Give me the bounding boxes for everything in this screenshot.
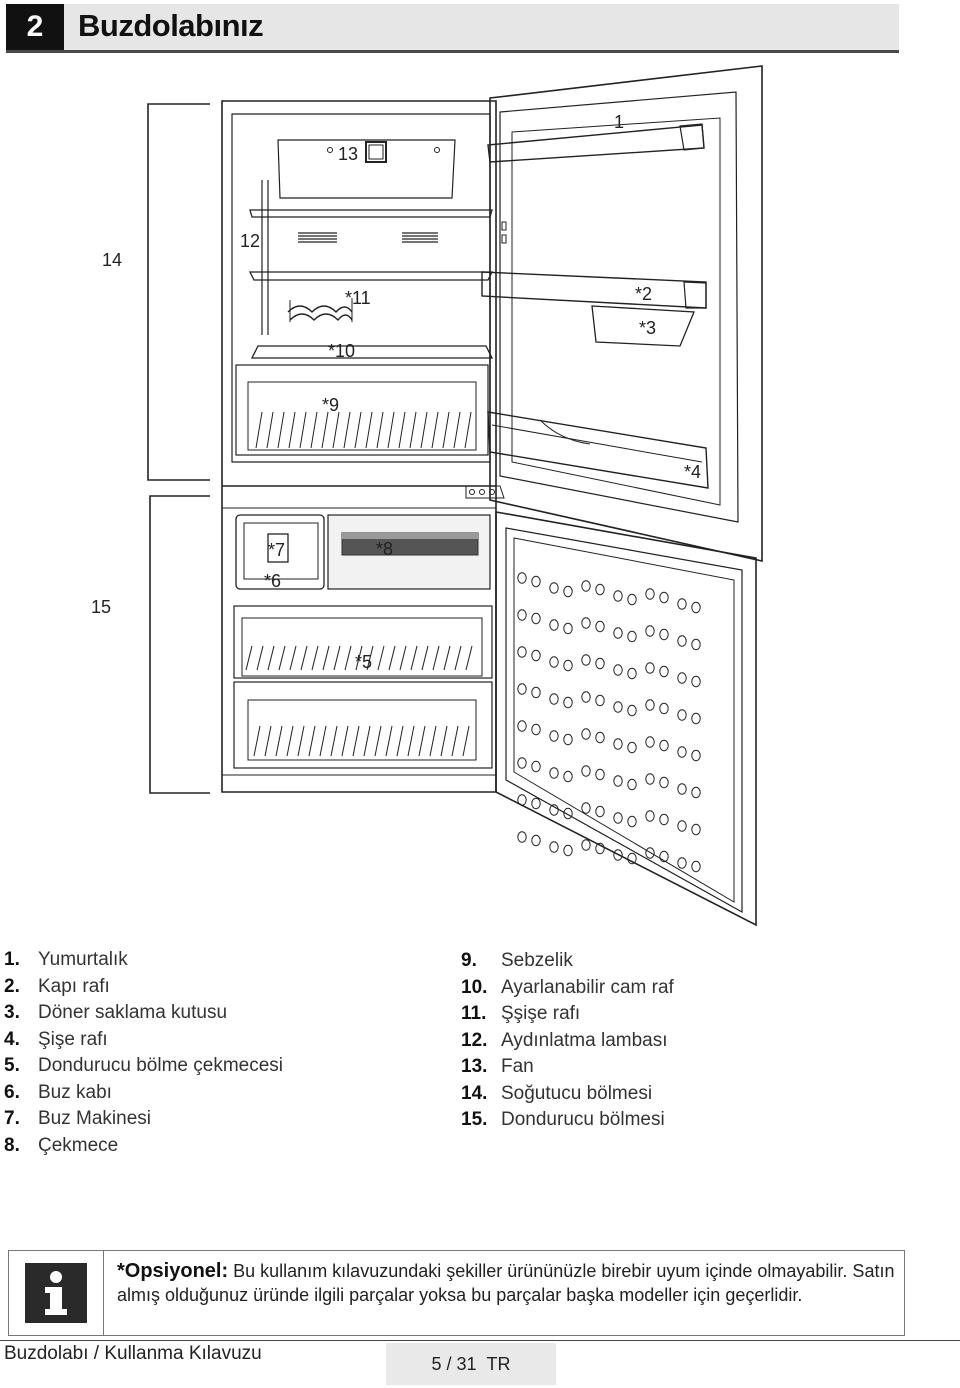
footer-rule [0,1340,960,1341]
legend-item: 9.Sebzelik [461,950,573,971]
section-title: Buzdolabınız [78,8,264,43]
legend-left: 1.Yumurtalık 2.Kapı rafı 3.Döner saklama… [4,947,283,1159]
language-code: TR [486,1353,511,1374]
fridge-door [465,65,763,562]
page-number: 5 / 31 [431,1353,477,1374]
label-15: 15 [91,597,111,617]
freezer-door [495,511,757,927]
label-5: *5 [355,652,372,672]
bracket-15 [149,495,210,794]
legend-item: 15.Dondurucu bölmesi [461,1109,665,1130]
label-10: *10 [328,341,355,361]
info-icon [25,1263,87,1323]
label-14: 14 [102,250,122,270]
label-4: *4 [684,462,701,482]
footer-manual-title: Buzdolabı / Kullanma Kılavuzu [4,1343,262,1364]
legend-item: 7.Buz Makinesi [4,1108,151,1129]
label-12: 12 [240,231,260,251]
legend-item: 13.Fan [461,1056,534,1077]
label-11: *11 [345,288,371,308]
legend-item: 2.Kapı rafı [4,975,110,997]
label-1: 1 [614,112,624,132]
cabinet [221,100,497,793]
legend-item: 4.Şişe rafı [4,1028,108,1050]
label-6: *6 [264,571,281,591]
legend-item: 6.Buz kabı [4,1081,112,1103]
legend-item: 3.Döner saklama kutusu [4,1002,228,1023]
legend-item: 11.Şşişe rafı [461,1003,581,1024]
optional-note-box: *Opsiyonel: Bu kullanım kılavuzundaki şe… [8,1250,905,1336]
legend-item: 14.Soğutucu bölmesi [461,1082,653,1104]
header-rule [6,50,899,53]
legend-item: 12.Aydınlatma lambası [461,1029,668,1051]
label-9: *9 [322,395,339,415]
label-13: 13 [338,144,358,164]
section-header: 2 Buzdolabınız [6,4,899,50]
label-3: *3 [639,318,656,338]
bracket-14 [147,103,210,481]
note-body: Bu kullanım kılavuzundaki şekiller ürünü… [117,1261,895,1305]
note-label: *Opsiyonel: [117,1260,229,1282]
label-8: *8 [376,539,393,559]
label-7: *7 [268,540,285,560]
legend-item: 8.Çekmece [4,1134,119,1156]
legend-right: 9.Sebzelik 10.Ayarlanabilir cam raf 11.Ş… [461,948,674,1134]
label-2: *2 [635,284,652,304]
note-text: *Opsiyonel: Bu kullanım kılavuzundaki şe… [117,1259,897,1307]
legend-item: 5.Dondurucu bölme çekmecesi [4,1055,284,1076]
section-number: 2 [6,4,64,50]
refrigerator-diagram: 1 *2 *3 *4 *5 *6 *7 *8 *9 *10 *11 12 13 … [91,65,763,927]
legend-item: 1.Yumurtalık [4,949,128,970]
footer-page-number: 5 / 31 TR [386,1343,556,1385]
legend-item: 10.Ayarlanabilir cam raf [461,976,674,998]
info-icon-box [9,1251,104,1335]
